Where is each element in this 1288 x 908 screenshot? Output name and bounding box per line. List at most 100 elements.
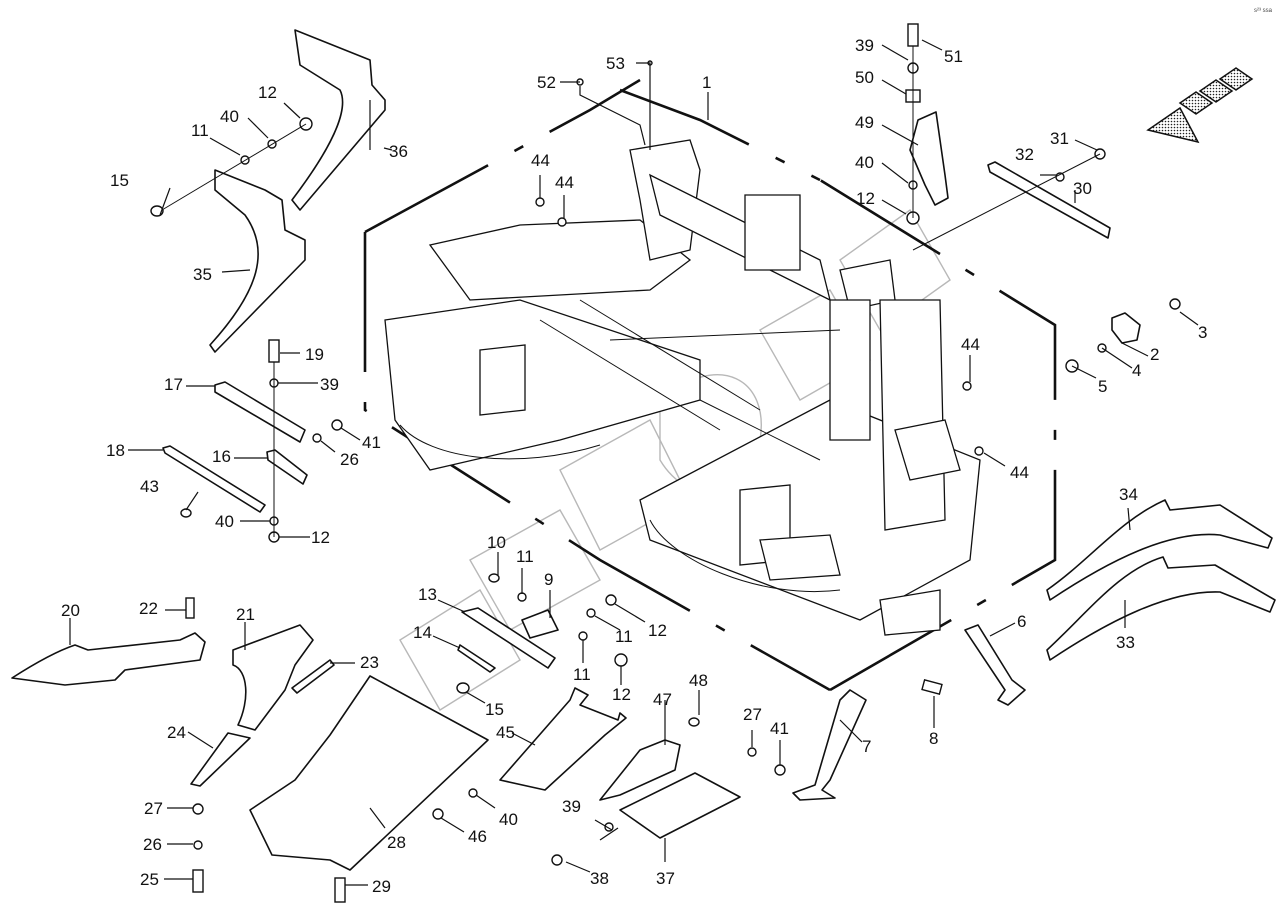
callout-31[interactable]: 31 [1050, 129, 1069, 148]
part-41-nut[interactable] [331, 419, 343, 431]
callout-12-d[interactable]: 12 [311, 528, 330, 547]
callout-41-b[interactable]: 41 [770, 719, 789, 738]
callout-15-b[interactable]: 15 [110, 171, 129, 190]
part-21-panel[interactable] [232, 624, 314, 731]
part-11-washer-e[interactable] [578, 631, 588, 641]
callout-23[interactable]: 23 [360, 653, 379, 672]
part-3-screw[interactable] [1169, 298, 1181, 310]
callout-13[interactable]: 13 [418, 585, 437, 604]
part-36-guard[interactable] [291, 29, 386, 211]
callout-6[interactable]: 6 [1017, 612, 1026, 631]
part-38-bolt[interactable] [551, 854, 563, 866]
callout-35[interactable]: 35 [193, 265, 212, 284]
callout-11-c[interactable]: 11 [573, 665, 591, 684]
callout-7[interactable]: 7 [862, 737, 871, 756]
part-19-bolt[interactable] [268, 339, 280, 363]
part-7-support[interactable] [792, 689, 867, 801]
callout-37[interactable]: 37 [656, 869, 675, 888]
callout-50[interactable]: 50 [855, 68, 874, 87]
callout-24[interactable]: 24 [167, 723, 186, 742]
part-11-washer-d[interactable] [586, 608, 596, 618]
part-15-bolt-b[interactable] [456, 682, 470, 694]
callout-41-a[interactable]: 41 [362, 433, 381, 452]
callout-43[interactable]: 43 [140, 477, 159, 496]
callout-34[interactable]: 34 [1119, 485, 1138, 504]
callout-26-a[interactable]: 26 [340, 450, 359, 469]
callout-52[interactable]: 52 [537, 73, 556, 92]
part-20-panel[interactable] [11, 632, 206, 686]
part-13-strip[interactable] [461, 607, 556, 669]
part-22-screw[interactable] [185, 597, 195, 619]
part-33-guard[interactable] [1046, 556, 1276, 661]
callout-14[interactable]: 14 [413, 623, 432, 642]
part-24-bracket[interactable] [190, 732, 251, 787]
callout-51[interactable]: 51 [944, 47, 963, 66]
callout-26-b[interactable]: 26 [143, 835, 162, 854]
callout-30[interactable]: 30 [1073, 179, 1092, 198]
part-17-strip[interactable] [214, 381, 306, 443]
part-11-washer-c[interactable] [517, 592, 527, 602]
callout-33[interactable]: 33 [1116, 633, 1135, 652]
callout-38[interactable]: 38 [590, 869, 609, 888]
callout-39-a[interactable]: 39 [320, 375, 339, 394]
part-12-nut-c[interactable] [605, 594, 617, 606]
callout-12-c[interactable]: 12 [258, 83, 277, 102]
part-12-nut-d[interactable] [614, 653, 628, 667]
part-30-strip[interactable] [987, 161, 1111, 239]
callout-39-b[interactable]: 39 [562, 797, 581, 816]
callout-44-d[interactable]: 44 [1010, 463, 1029, 482]
callout-8[interactable]: 8 [929, 729, 938, 748]
callout-36[interactable]: 36 [389, 142, 408, 161]
callout-1[interactable]: 1 [702, 73, 711, 92]
part-26-washer-b[interactable] [193, 840, 203, 850]
callout-44-c[interactable]: 44 [961, 335, 980, 354]
callout-2[interactable]: 2 [1150, 345, 1159, 364]
part-40-washer-c[interactable] [468, 788, 478, 798]
callout-40-a[interactable]: 40 [220, 107, 239, 126]
callout-40-c[interactable]: 40 [499, 810, 518, 829]
part-45-bracket[interactable] [499, 687, 627, 791]
callout-44-a[interactable]: 44 [531, 151, 550, 170]
part-14-strip[interactable] [457, 644, 496, 673]
callout-11-b[interactable]: 11 [615, 627, 633, 646]
callout-27-b[interactable]: 27 [743, 705, 762, 724]
part-27-washer-b[interactable] [747, 747, 757, 757]
callout-25[interactable]: 25 [140, 870, 159, 889]
callout-20[interactable]: 20 [61, 601, 80, 620]
part-44-nut-a[interactable] [535, 197, 545, 207]
part-16-bracket[interactable] [266, 449, 308, 485]
part-35-guard[interactable] [209, 169, 306, 353]
callout-5[interactable]: 5 [1098, 377, 1107, 396]
part-27-washer[interactable] [192, 803, 204, 815]
part-10-bolt[interactable] [488, 573, 500, 583]
part-25-bolt[interactable] [192, 869, 204, 893]
part-6-support[interactable] [964, 624, 1026, 706]
callout-28[interactable]: 28 [387, 833, 406, 852]
part-37-tray[interactable] [619, 772, 741, 839]
part-2-clamp[interactable] [1111, 312, 1141, 344]
callout-11-a[interactable]: 11 [516, 547, 534, 566]
callout-40-b[interactable]: 40 [215, 512, 234, 531]
part-8-cap[interactable] [921, 678, 943, 696]
part-44-nut-c[interactable] [962, 381, 972, 391]
callout-16[interactable]: 16 [212, 447, 231, 466]
callout-4[interactable]: 4 [1132, 361, 1141, 380]
callout-9[interactable]: 9 [544, 570, 553, 589]
callout-47[interactable]: 47 [653, 690, 672, 709]
part-44-nut-d[interactable] [974, 446, 984, 456]
callout-17[interactable]: 17 [164, 375, 183, 394]
callout-22[interactable]: 22 [139, 599, 158, 618]
part-51-bolt[interactable] [907, 23, 919, 47]
callout-15-a[interactable]: 15 [485, 700, 504, 719]
callout-46[interactable]: 46 [468, 827, 487, 846]
part-26-washer[interactable] [312, 433, 322, 443]
callout-45[interactable]: 45 [496, 723, 515, 742]
callout-12-e[interactable]: 12 [856, 189, 875, 208]
part-9-bracket[interactable] [521, 609, 559, 639]
part-29-bolt[interactable] [334, 877, 346, 903]
callout-44-b[interactable]: 44 [555, 173, 574, 192]
part-41-nut-b[interactable] [774, 764, 786, 776]
callout-40-d[interactable]: 40 [855, 153, 874, 172]
part-23-strip[interactable] [291, 659, 335, 694]
callout-3[interactable]: 3 [1198, 323, 1207, 342]
